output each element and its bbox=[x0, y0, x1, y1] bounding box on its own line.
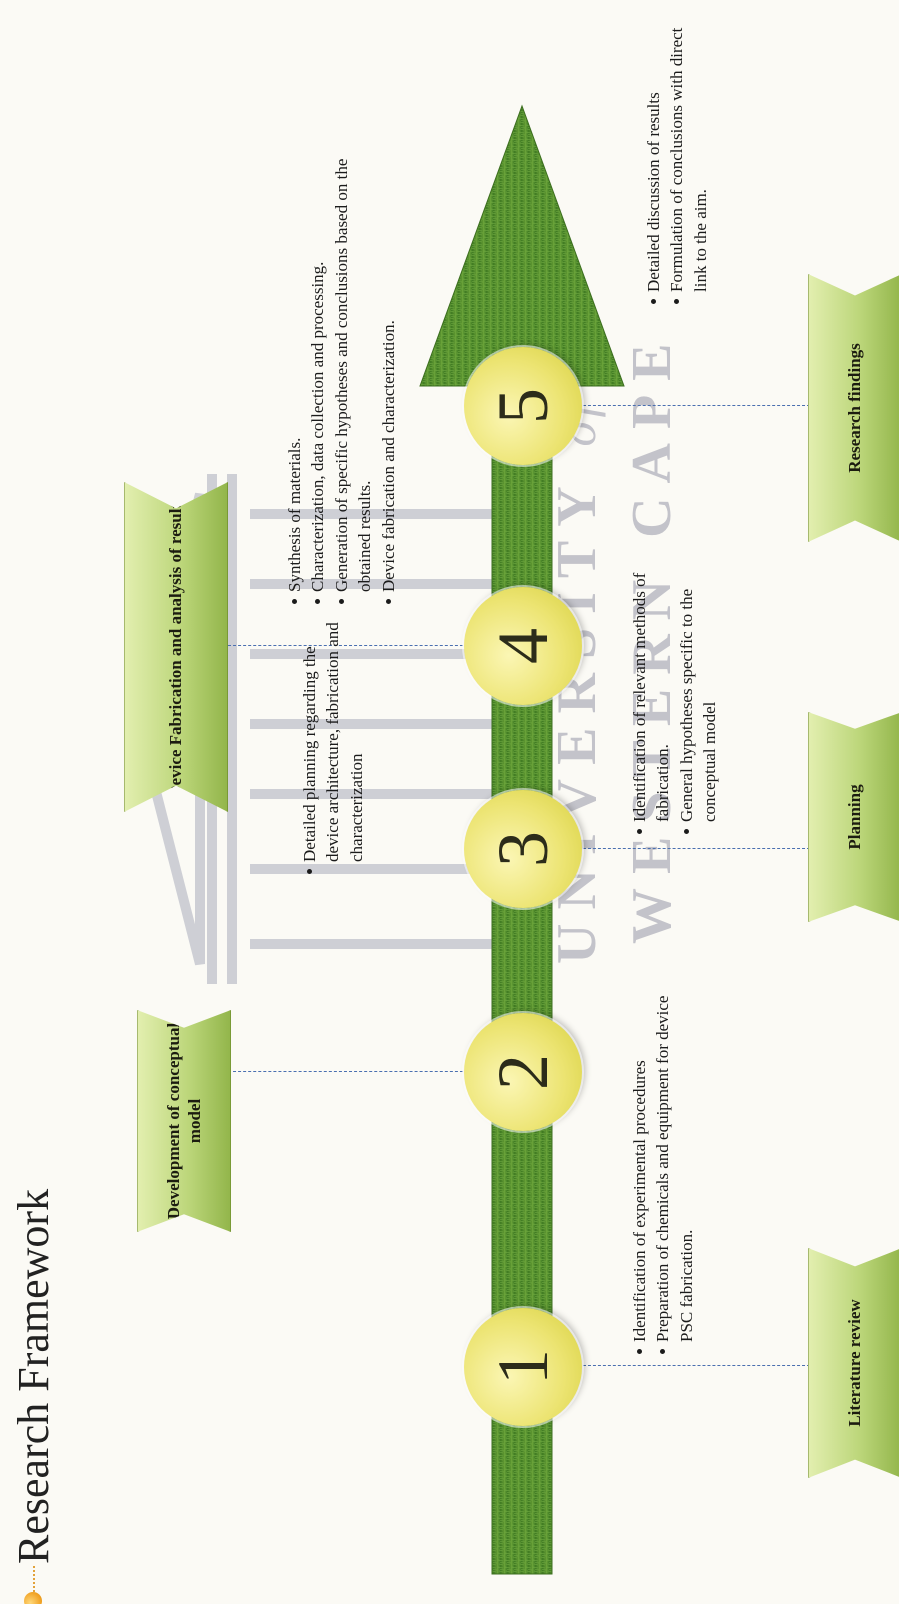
step-circle-1: 1 bbox=[464, 1308, 582, 1426]
bullet-item: Synthesis of materials. bbox=[283, 154, 306, 604]
step-number: 1 bbox=[483, 1349, 563, 1385]
bullet-item: Identification of experimental procedure… bbox=[628, 994, 651, 1354]
stage-label-literature-review: Literature review bbox=[808, 1248, 899, 1478]
bullet-item: Detailed planning regarding the device a… bbox=[298, 604, 368, 874]
step-circle-5: 5 bbox=[464, 347, 582, 465]
stage-label-planning: Planning bbox=[808, 712, 899, 922]
stage-label-device-fabrication: Device Fabrication and analysis of resul… bbox=[124, 482, 228, 812]
bullet-item: General hypotheses specific to the conce… bbox=[675, 544, 722, 834]
step-number: 4 bbox=[483, 628, 563, 664]
step-3-bullets: Identification of relevant methods of fa… bbox=[628, 544, 722, 834]
bullet-item: Preparation of chemicals and equipment f… bbox=[651, 994, 698, 1354]
connector-step-1 bbox=[578, 1365, 810, 1366]
connector-step-2 bbox=[228, 1071, 468, 1072]
step-circle-2: 2 bbox=[464, 1013, 582, 1131]
step-2-bullets: Detailed planning regarding the device a… bbox=[298, 604, 368, 874]
stage-label-research-findings: Research findings bbox=[808, 274, 899, 542]
step-5-bullets: Detailed discussion of results Formulati… bbox=[642, 14, 712, 304]
bullet-item: Generation of specific hypotheses and co… bbox=[330, 154, 377, 604]
step-1-bullets: Identification of experimental procedure… bbox=[628, 994, 698, 1354]
step-number: 5 bbox=[483, 388, 563, 424]
step-number: 3 bbox=[483, 831, 563, 867]
step-number: 2 bbox=[483, 1054, 563, 1090]
step-circle-4: 4 bbox=[464, 587, 582, 705]
bullet-item: Formulation of conclusions with direct l… bbox=[665, 14, 712, 304]
step-circle-3: 3 bbox=[464, 790, 582, 908]
bullet-item: Detailed discussion of results bbox=[642, 14, 665, 304]
connector-step-5 bbox=[578, 405, 810, 406]
stage-label-conceptual-model: Development of conceptual model bbox=[137, 1010, 231, 1232]
bullet-item: Device fabrication and characterization. bbox=[377, 154, 400, 604]
bullet-item: Characterization, data collection and pr… bbox=[306, 154, 329, 604]
step-4-bullets: Synthesis of materials. Characterization… bbox=[283, 154, 400, 604]
connector-step-3 bbox=[578, 848, 810, 849]
bullet-item: Identification of relevant methods of fa… bbox=[628, 544, 675, 834]
